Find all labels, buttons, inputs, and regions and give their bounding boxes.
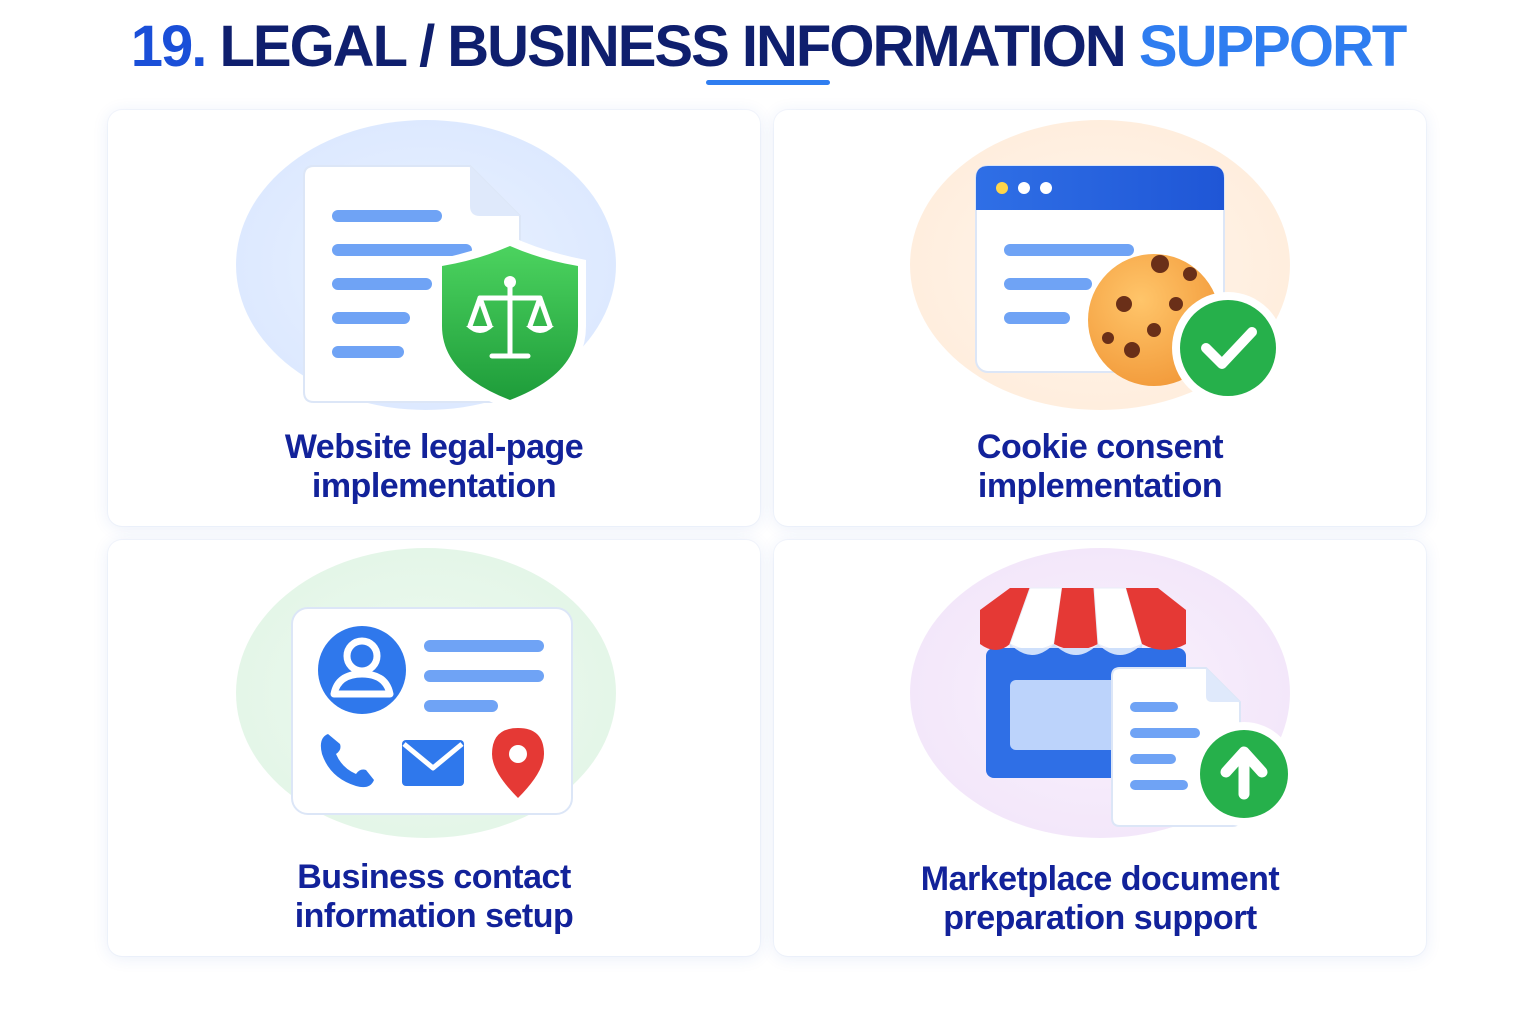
legal-document-shield-scales-icon	[303, 165, 586, 410]
card-label: Website legal-page implementation	[108, 428, 760, 506]
awning	[980, 587, 1186, 655]
card-label: Cookie consent implementation	[774, 428, 1426, 506]
card-label-line1: Cookie consent	[976, 428, 1224, 466]
card-legal-page: Website legal-page implementation	[108, 110, 760, 526]
card-label-line2: implementation	[311, 467, 557, 505]
card-label-line1: Website legal-page	[284, 428, 584, 466]
browser-cookie-check-icon	[975, 165, 1284, 404]
card-cookie-consent: Cookie consent implementation	[774, 110, 1426, 526]
title-number: 19.	[130, 14, 208, 79]
card-business-contact: Business contact information setup	[108, 540, 760, 956]
title-underline	[706, 80, 830, 85]
card-label: Marketplace document preparation support	[774, 860, 1426, 938]
card-label-line1: Marketplace document	[920, 860, 1280, 898]
page-title: 19. LEGAL / BUSINESS INFORMATION SUPPORT	[0, 14, 1536, 80]
contact-card-icon	[291, 607, 573, 815]
card-marketplace-documents: Marketplace document preparation support	[774, 540, 1426, 956]
card-label: Business contact information setup	[108, 858, 760, 936]
title-accent: SUPPORT	[1138, 14, 1407, 79]
card-label-line1: Business contact	[297, 858, 571, 896]
card-label-line2: preparation support	[943, 899, 1257, 937]
location-pin-icon	[492, 728, 544, 798]
phone-icon	[320, 734, 374, 788]
storefront-document-upload-icon	[980, 587, 1296, 827]
card-label-line2: implementation	[977, 467, 1223, 505]
title-main: LEGAL / BUSINESS INFORMATION	[219, 14, 1126, 79]
mail-icon	[402, 740, 464, 786]
card-label-line2: information setup	[294, 897, 574, 935]
